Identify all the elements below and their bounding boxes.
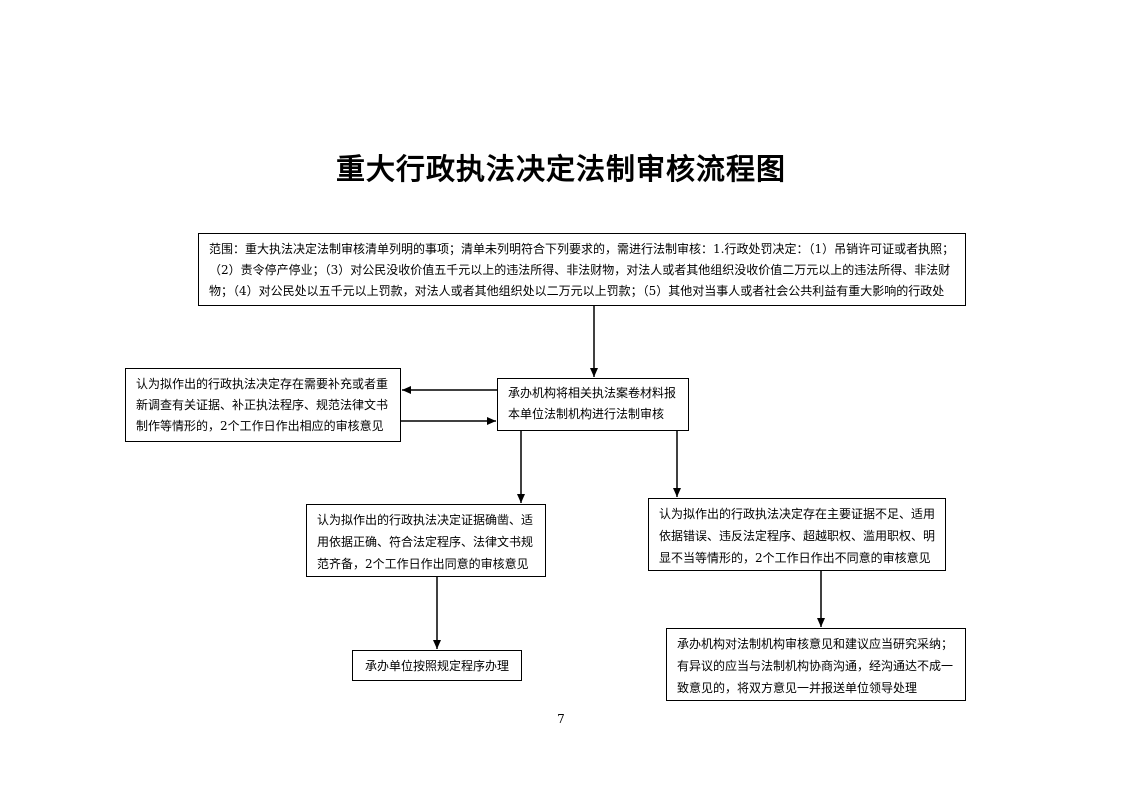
page-number: 7 (557, 712, 565, 726)
agree-opinion-box: 认为拟作出的行政执法决定证据确凿、适用依据正确、符合法定程序、法律文书规范齐备，… (306, 504, 546, 577)
follow-procedure-box: 承办单位按照规定程序办理 (352, 650, 522, 681)
handle-disagreement-box: 承办机构对法制机构审核意见和建议应当研究采纳；有异议的应当与法制机构协商沟通，经… (666, 628, 966, 701)
supplement-opinion-box: 认为拟作出的行政执法决定存在需要补充或者重新调查有关证据、补正执法程序、规范法律… (125, 368, 401, 442)
scope-box: 范围：重大执法决定法制审核清单列明的事项；清单未列明符合下列要求的，需进行法制审… (198, 233, 966, 306)
review-submission-box: 承办机构将相关执法案卷材料报本单位法制机构进行法制审核 (497, 378, 689, 431)
page-title: 重大行政执法决定法制审核流程图 (335, 152, 786, 186)
disagree-opinion-box: 认为拟作出的行政执法决定存在主要证据不足、适用依据错误、违反法定程序、超越职权、… (648, 498, 946, 571)
